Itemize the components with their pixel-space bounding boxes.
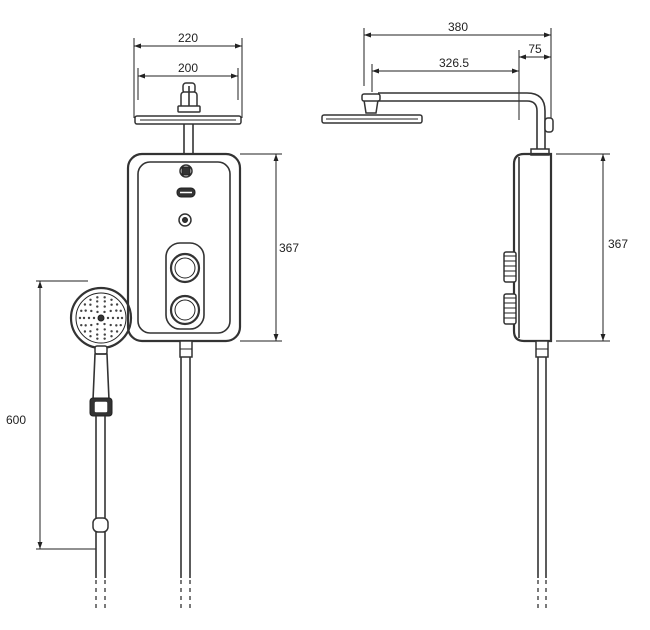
- side-height-dimension: 367: [556, 153, 628, 342]
- nozzle-dot: [115, 309, 118, 312]
- side-heater-unit: [503, 148, 553, 358]
- dim-200-label: 200: [178, 61, 198, 75]
- nozzle-dot: [87, 316, 91, 320]
- dim-326-5-label: 326.5: [439, 56, 469, 70]
- nozzle-dot: [89, 330, 92, 333]
- nozzle-dot: [96, 328, 99, 331]
- nozzle-dot: [96, 300, 99, 303]
- power-indicator-icon: [178, 213, 192, 227]
- nozzle-dot: [103, 310, 106, 314]
- nozzle-dot: [119, 309, 122, 313]
- nozzle-dot: [89, 303, 92, 306]
- nozzle-dot: [96, 333, 99, 336]
- nozzle-dot: [110, 330, 113, 333]
- nozzle-dot: [109, 323, 112, 327]
- nozzle-dot: [84, 324, 87, 327]
- nozzle-dot: [103, 296, 106, 299]
- nozzle-dot: [110, 334, 113, 338]
- nozzle-dot: [115, 303, 119, 306]
- dim-75-label: 75: [528, 42, 542, 56]
- nozzle-dot: [80, 309, 83, 313]
- nozzle-dot: [103, 333, 106, 336]
- nozzle-dot: [96, 305, 99, 308]
- side-flow-knob[interactable]: [503, 293, 517, 325]
- nozzle-dot: [103, 305, 106, 308]
- nozzle-dot: [89, 298, 92, 302]
- nozzle-dot: [103, 300, 106, 303]
- front-width-dimensions: 220 200: [133, 31, 243, 118]
- nozzle-dot: [103, 322, 106, 326]
- nozzle-dot: [90, 323, 93, 327]
- front-rain-shower-head: [134, 82, 242, 153]
- side-width-dimensions: 380 75 326.5: [363, 20, 552, 128]
- dim-600-label: 600: [6, 413, 26, 427]
- nozzle-dot: [103, 337, 106, 340]
- nozzle-dot: [82, 316, 86, 320]
- side-water-pipe: [537, 357, 547, 612]
- nozzle-dot: [110, 303, 113, 306]
- indicator-icon: [179, 164, 193, 178]
- nozzle-dot: [84, 309, 87, 312]
- side-temperature-knob[interactable]: [503, 251, 517, 283]
- nozzle-dot: [96, 310, 99, 314]
- nozzle-dot: [83, 303, 87, 306]
- brand-logo: [176, 187, 196, 198]
- flow-knob[interactable]: [169, 294, 201, 326]
- nozzle-dot: [103, 328, 106, 331]
- hand-shower-nozzles: [78, 296, 124, 340]
- handshower-height-dimension: 600: [6, 280, 96, 550]
- nozzle-dot: [119, 323, 122, 327]
- nozzle-dot: [120, 316, 124, 320]
- front-height-dimension: 367: [240, 153, 299, 342]
- nozzle-dot: [96, 337, 99, 340]
- nozzle-dot: [106, 316, 110, 320]
- nozzle-dot: [111, 316, 115, 320]
- temperature-knob[interactable]: [169, 252, 201, 284]
- dim-367-side-label: 367: [608, 237, 628, 251]
- nozzle-dot: [83, 330, 87, 333]
- nozzle-dot: [90, 309, 93, 313]
- nozzle-dot: [115, 324, 118, 327]
- nozzle-dot: [116, 316, 120, 320]
- front-water-pipe: [180, 357, 191, 612]
- nozzle-dot: [78, 316, 82, 320]
- nozzle-dot: [109, 309, 112, 313]
- dim-367-front-label: 367: [279, 241, 299, 255]
- nozzle-dot: [96, 296, 99, 299]
- side-rain-shower-head: [321, 92, 554, 150]
- nozzle-dot: [80, 323, 83, 327]
- nozzle-dot: [89, 334, 92, 338]
- nozzle-dot: [115, 330, 119, 333]
- nozzle-dot: [110, 298, 113, 302]
- dim-220-label: 220: [178, 31, 198, 45]
- nozzle-dot: [92, 316, 96, 320]
- front-heater-unit: [126, 152, 242, 358]
- nozzle-dot: [96, 322, 99, 326]
- dim-380-label: 380: [448, 20, 468, 34]
- hand-shower: [69, 286, 133, 612]
